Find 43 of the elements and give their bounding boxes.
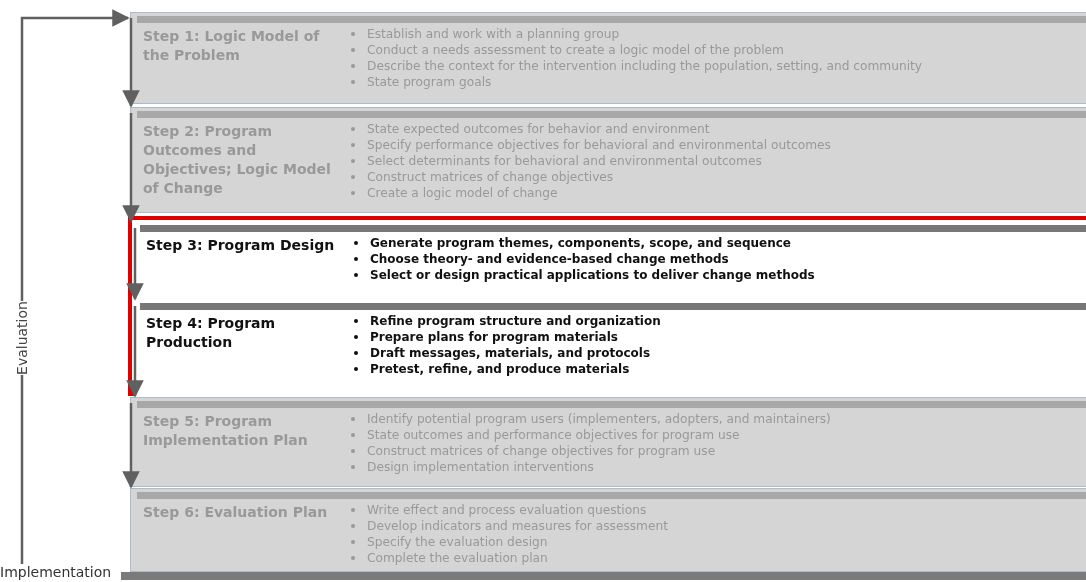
- step-box: [130, 12, 1086, 104]
- step-title: Step 5: Program Implementation Plan: [143, 412, 309, 450]
- arrow: [126, 228, 144, 301]
- bullet-item: Choose theory- and evidence-based change methods: [348, 251, 815, 267]
- step-title: Step 6: Evaluation Plan: [143, 503, 329, 522]
- bullet-item: Select determinants for behavioral and environmental outcomes: [345, 153, 831, 169]
- bullet-item: Specify the evaluation design: [345, 534, 668, 550]
- bullet-item: Describe the context for the intervention including the population, setting, and community: [345, 58, 923, 74]
- bullet-item: State outcomes and performance objectives for program use: [345, 427, 831, 443]
- arrow: [122, 18, 140, 108]
- step-box: [134, 300, 1086, 396]
- bullet-item: Select or design practical applications to deliver change methods: [348, 267, 815, 283]
- bullet-item: Draft messages, materials, and protocols: [348, 345, 661, 361]
- step-box: [130, 107, 1086, 213]
- bullet-item: State program goals: [345, 74, 923, 90]
- step-box: [130, 397, 1086, 487]
- bullet-item: Write effect and process evaluation questions: [345, 502, 668, 518]
- bullet-item: Create a logic model of change: [345, 185, 831, 201]
- bullet-item: Design implementation interventions: [345, 459, 831, 475]
- step-title: Step 1: Logic Model of the Problem: [143, 27, 321, 65]
- bullet-item: Conduct a needs assessment to create a logic model of the problem: [345, 42, 923, 58]
- axis-label: Implementation: [0, 564, 120, 582]
- bullet-item: Pretest, refine, and produce materials: [348, 361, 661, 377]
- step-title: Step 2: Program Outcomes and Objectives; Logic Model of Change: [143, 122, 332, 198]
- bullet-item: Refine program structure and organization: [348, 313, 661, 329]
- step-box: [130, 488, 1086, 572]
- arrow: [122, 403, 140, 489]
- bullet-item: Specify performance objectives for behavioral and environmental outcomes: [345, 137, 831, 153]
- bullet-item: Generate program themes, components, scope, and sequence: [348, 235, 815, 251]
- step-title: Step 4: Program Production: [146, 314, 277, 352]
- bullet-item: Identify potential program users (implementers, adopters, and maintainers): [345, 411, 831, 427]
- edge-label: Evaluation: [13, 301, 30, 375]
- step-title: Step 3: Program Design: [146, 236, 336, 255]
- bullet-item: Construct matrices of change objectives for program use: [345, 443, 831, 459]
- bullet-item: Develop indicators and measures for assessment: [345, 518, 668, 534]
- bullet-item: Establish and work with a planning group: [345, 26, 923, 42]
- arrow: [126, 306, 144, 398]
- bullet-item: Prepare plans for program materials: [348, 329, 661, 345]
- bullet-item: State expected outcomes for behavior and environment: [345, 121, 831, 137]
- highlight-frame: [128, 216, 1086, 396]
- arrow: [122, 113, 140, 223]
- bullet-item: Complete the evaluation plan: [345, 550, 668, 566]
- bullet-item: Construct matrices of change objectives: [345, 169, 831, 185]
